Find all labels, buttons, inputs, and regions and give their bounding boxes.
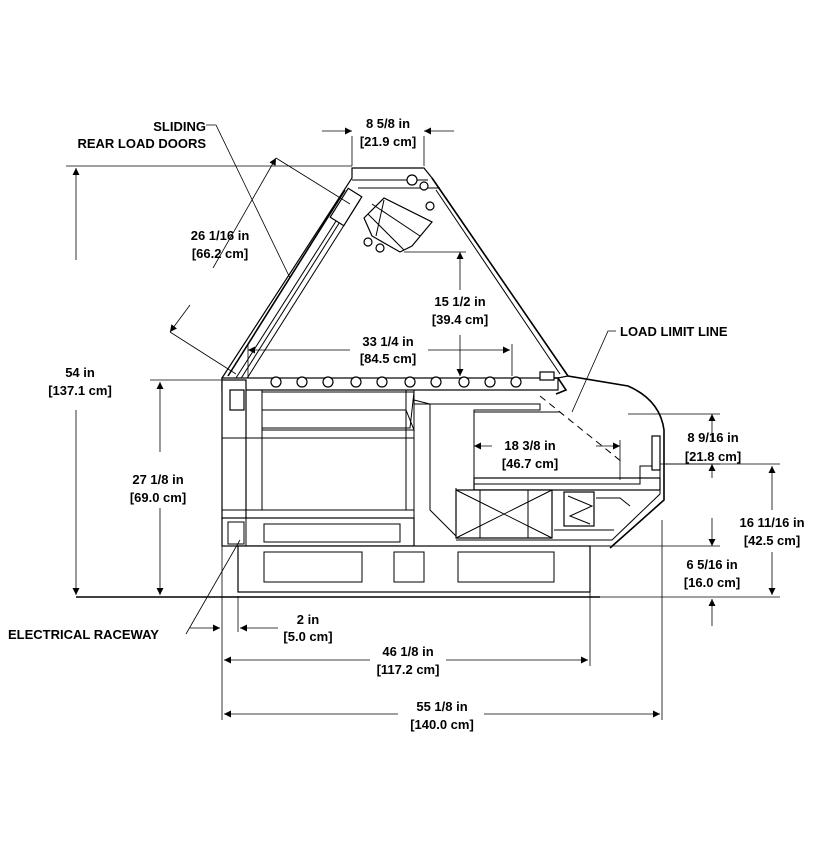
dim-deck-height-imperial: 16 11/16 in (739, 515, 804, 530)
dim-base-height-metric: [69.0 cm] (130, 490, 186, 505)
dim-overall-depth-metric: [140.0 cm] (410, 717, 474, 732)
dim-base-depth-imperial: 46 1/8 in (382, 644, 433, 659)
rear-door-edge (227, 189, 346, 377)
door-handle (329, 187, 363, 227)
electrical-raceway-label: ELECTRICAL RACEWAY (8, 627, 159, 642)
sliding-doors-leader (206, 124, 291, 279)
dim-door-length-metric: [66.2 cm] (192, 246, 248, 261)
dim-top-width-imperial: 8 5/8 in (366, 116, 410, 131)
dimension-texts: 8 5/8 in [21.9 cm] 26 1/16 in [66.2 cm] … (48, 116, 804, 732)
dim-kick-height-metric: [16.0 cm] (684, 575, 740, 590)
raceway-leader (185, 539, 241, 635)
base-kick (237, 545, 591, 593)
dim-door-length-imperial: 26 1/16 in (191, 228, 250, 243)
case-body (76, 167, 665, 598)
dimension-lines (66, 124, 780, 720)
dim-overall-height-metric: [137.1 cm] (48, 383, 112, 398)
dim-front-glass-metric: [21.8 cm] (685, 449, 741, 464)
dim-top-shelf-depth-imperial: 33 1/4 in (362, 334, 413, 349)
dim-upper-clearance-imperial: 15 1/2 in (434, 294, 485, 309)
dim-kick-height-imperial: 6 5/16 in (686, 557, 737, 572)
dim-base-depth-metric: [117.2 cm] (377, 662, 440, 677)
dim-upper-clearance-metric: [39.4 cm] (432, 312, 488, 327)
dim-deck-depth-metric: [46.7 cm] (502, 456, 558, 471)
dim-base-height-imperial: 27 1/8 in (132, 472, 183, 487)
dim-deck-height-metric: [42.5 cm] (744, 533, 800, 548)
load-limit-label: LOAD LIMIT LINE (620, 324, 728, 339)
sliding-doors-label-line1: SLIDING (153, 119, 206, 134)
dim-front-glass-imperial: 8 9/16 in (687, 430, 738, 445)
callout-labels: SLIDING REAR LOAD DOORS LOAD LIMIT LINE … (8, 119, 728, 642)
fan-motor (563, 491, 595, 527)
shelf-light-row (270, 376, 522, 388)
dim-raceway-offset-metric: [5.0 cm] (283, 629, 332, 644)
sliding-doors-label-line2: REAR LOAD DOORS (77, 136, 206, 151)
dim-top-shelf-depth-metric: [84.5 cm] (360, 351, 416, 366)
dim-top-width-metric: [21.9 cm] (360, 134, 416, 149)
dim-overall-depth-imperial: 55 1/8 in (416, 699, 467, 714)
dim-raceway-offset-imperial: 2 in (297, 612, 319, 627)
load-limit-leader (571, 330, 616, 413)
load-limit-dashed-line (539, 395, 623, 463)
dim-deck-depth-imperial: 18 3/8 in (504, 438, 555, 453)
raceway-panel (221, 517, 415, 547)
dim-overall-height-imperial: 54 in (65, 365, 95, 380)
front-glass-outline (431, 177, 665, 549)
